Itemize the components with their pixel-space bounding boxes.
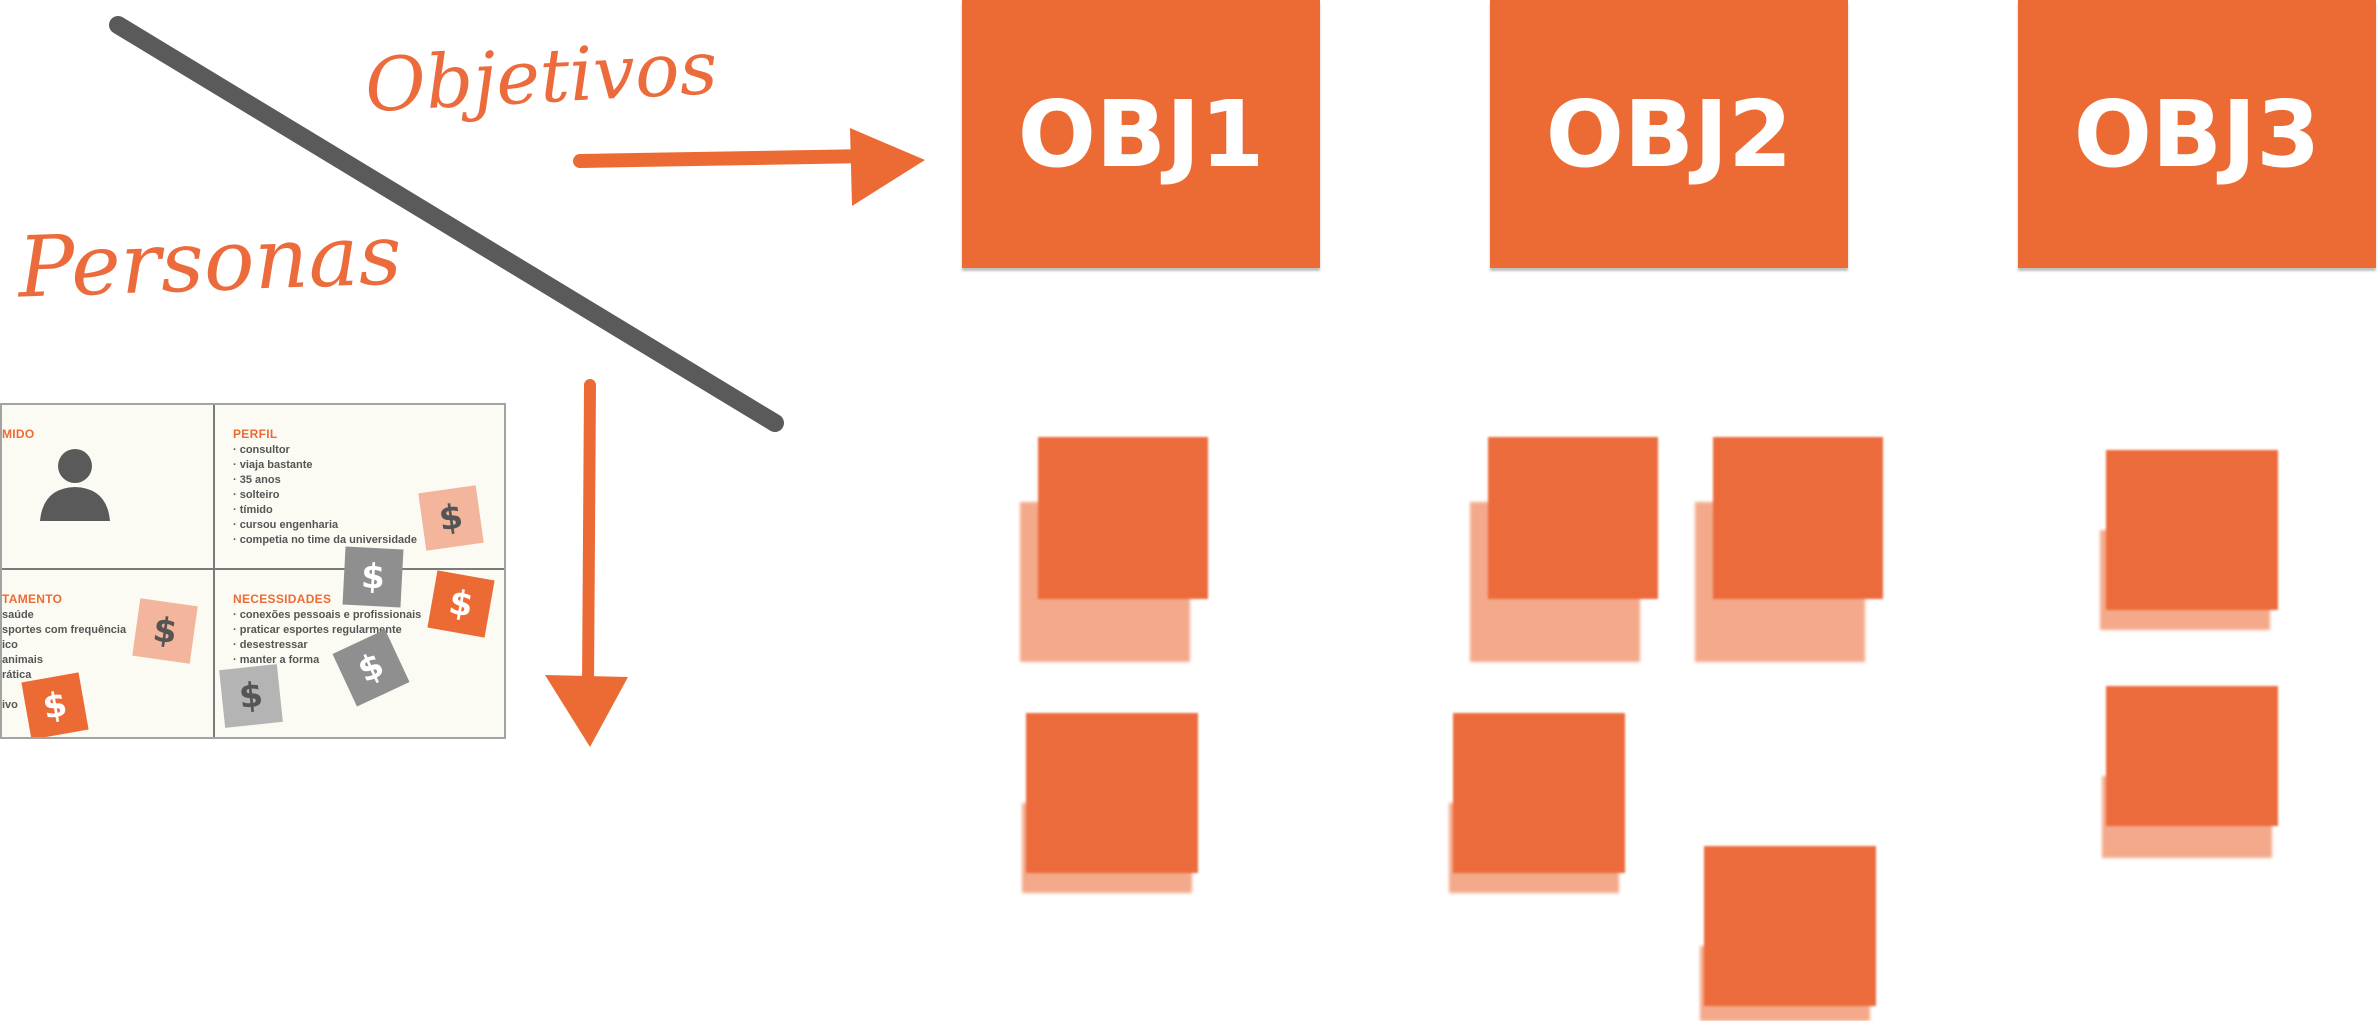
objective-header-1: OBJ1 — [962, 0, 1320, 268]
perfil-item: · 35 anos — [233, 474, 281, 486]
perfil-item: · consultor — [233, 444, 290, 456]
perfil-item: · solteiro — [233, 489, 280, 501]
person-icon — [40, 449, 110, 521]
card-divider-horizontal — [2, 568, 504, 570]
card-title-comportamento: TAMENTO — [2, 592, 63, 606]
objetivos-label: Objetivos — [362, 24, 720, 130]
comportamento-item: rática — [2, 669, 32, 681]
personas-arrow — [545, 379, 628, 747]
divider-line — [109, 16, 784, 432]
perfil-item: · viaja bastante — [233, 459, 313, 471]
objective-header-3: OBJ3 — [2018, 0, 2376, 268]
comportamento-item: ico — [2, 639, 18, 651]
comportamento-list: saúde sportes com frequência ico animais… — [2, 608, 126, 713]
necessidades-list: · conexões pessoais e profissionais · pr… — [233, 608, 421, 668]
perfil-item: · cursou engenharia — [233, 519, 339, 531]
card-title-persona: MIDO — [2, 427, 35, 441]
dollar-sticker: $ — [132, 598, 198, 664]
dollar-sticker: $ — [418, 485, 484, 551]
comportamento-item: ivo — [2, 699, 18, 711]
sticky-note — [1020, 437, 1215, 662]
comportamento-item: sportes com frequência — [2, 624, 127, 636]
dollar-sticker: $ — [219, 664, 283, 728]
sticky-note — [1698, 846, 1883, 1021]
card-title-necessidades: NECESSIDADES — [233, 592, 332, 606]
card-title-perfil: PERFIL — [233, 427, 278, 441]
dollar-sticker: $ — [427, 570, 495, 638]
card-divider-vertical — [213, 405, 215, 737]
perfil-item: · tímido — [233, 504, 273, 516]
comportamento-item: animais — [2, 654, 43, 666]
perfil-list: · consultor · viaja bastante · 35 anos ·… — [233, 443, 417, 548]
perfil-item: · competia no time da universidade — [233, 534, 417, 546]
sticky-note — [2100, 686, 2285, 861]
necessidades-item: · desestressar — [233, 639, 308, 651]
persona-card: MIDO PERFIL · consultor · viaja bastante… — [0, 403, 506, 739]
necessidades-item: · praticar esportes regularmente — [233, 624, 402, 636]
dollar-sticker: $ — [342, 546, 404, 608]
dollar-sticker: $ — [21, 672, 89, 737]
necessidades-item: · manter a forma — [233, 654, 320, 666]
personas-label: Personas — [16, 205, 404, 317]
sticky-note — [1470, 437, 1665, 662]
sticky-note — [1020, 713, 1205, 898]
sticky-note — [1695, 437, 1890, 662]
objetivos-arrow — [573, 128, 925, 206]
necessidades-item: · conexões pessoais e profissionais — [233, 609, 422, 621]
sticky-note — [2100, 450, 2285, 635]
objective-header-2: OBJ2 — [1490, 0, 1848, 268]
sticky-note — [1447, 713, 1632, 898]
comportamento-item: saúde — [2, 609, 34, 621]
